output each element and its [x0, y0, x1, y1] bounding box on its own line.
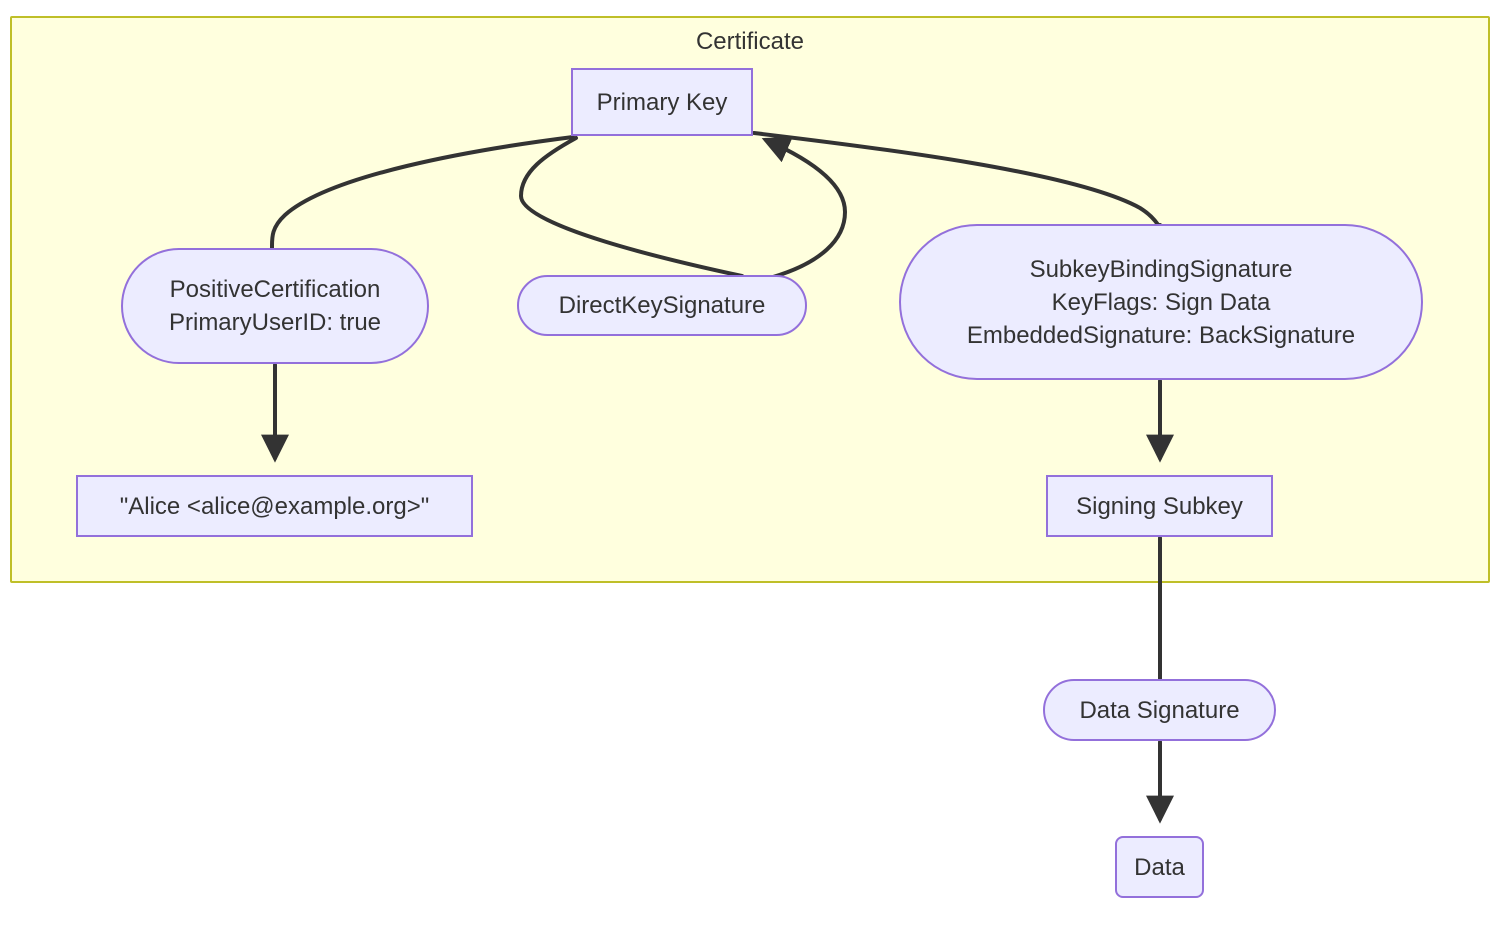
- subgraph-title-certificate: Certificate: [695, 28, 805, 55]
- node-data-signature[interactable]: Data Signature: [1043, 679, 1276, 741]
- node-signing-subkey[interactable]: Signing Subkey: [1046, 475, 1273, 537]
- node-user-id[interactable]: "Alice <alice@example.org>": [76, 475, 473, 537]
- node-direct-key-signature[interactable]: DirectKeySignature: [517, 275, 807, 336]
- node-subkey-binding-signature[interactable]: SubkeyBindingSignature KeyFlags: Sign Da…: [899, 224, 1423, 380]
- node-data[interactable]: Data: [1115, 836, 1204, 898]
- node-positive-certification[interactable]: PositiveCertification PrimaryUserID: tru…: [121, 248, 429, 364]
- node-primary-key[interactable]: Primary Key: [571, 68, 753, 136]
